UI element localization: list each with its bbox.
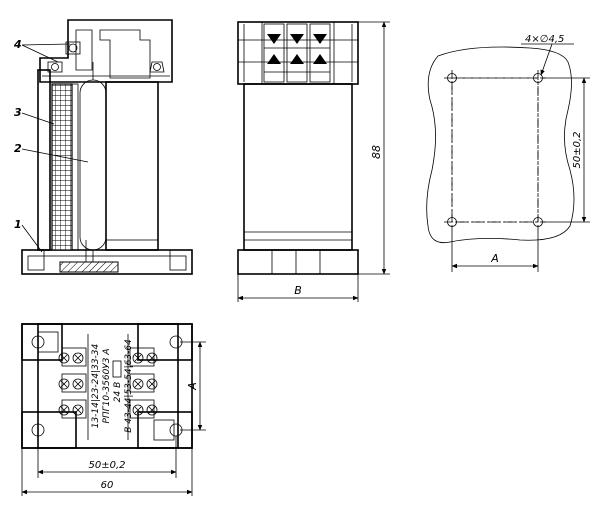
marking-line-4: В 43-44|53-54|63-64 [124, 339, 134, 433]
mount-hole [447, 73, 457, 83]
section-head [39, 19, 173, 83]
dim-holes: 4×∅4,5 [521, 34, 574, 76]
voltage-box [112, 360, 122, 378]
section-view [21, 19, 193, 275]
terminal-screws-left [58, 347, 87, 419]
callout-3: 3 [14, 106, 22, 119]
top-view: 13-14|23-24|33-34 РПГ10-3560У3 А 24 В В … [21, 323, 193, 449]
dim-A-label: A [490, 252, 499, 265]
dim-50-vertical-label: 50±0,2 [572, 131, 583, 168]
marking-line-1: 13-14|23-24|33-34 [91, 343, 101, 428]
front-body [243, 83, 353, 251]
front-contacts [263, 23, 331, 83]
dim-88: 88 [358, 21, 390, 275]
dim-88-label: 88 [370, 145, 383, 159]
marking-line-3: 24 В [113, 382, 123, 403]
reed-switch-tube [79, 79, 107, 251]
dim-vertical-50: 50±0,2 [542, 77, 590, 223]
front-terminal-head [237, 21, 359, 85]
dim-bottom-50: 50±0,2 [37, 436, 177, 478]
marking-line-2: РПГ10-3560У3 А [102, 348, 112, 423]
dim-horizontal-A: A [451, 226, 539, 272]
terminal-screws-right [129, 347, 158, 419]
front-base [237, 249, 359, 275]
dim-bottom-A: A [180, 341, 206, 431]
callouts: 4 3 2 1 [13, 38, 89, 253]
dim-holes-label: 4×∅4,5 [525, 34, 564, 45]
top-mount-hole [31, 335, 45, 349]
callout-2: 2 [14, 142, 22, 155]
terminal-marking: 13-14|23-24|33-34 РПГ10-3560У3 А 24 В В … [91, 339, 134, 433]
mounting-pattern [426, 46, 575, 244]
base-insulation [59, 261, 119, 273]
callout-4: 4 [13, 38, 22, 51]
callout-1: 1 [14, 218, 22, 231]
coil-winding [51, 83, 73, 251]
housing-cover [105, 81, 159, 251]
dim-bottom-60-label: 60 [101, 480, 114, 491]
front-view [237, 21, 359, 275]
dim-B: B [237, 274, 359, 302]
dim-bottom-A-label: A [186, 382, 199, 391]
dim-bottom-50-label: 50±0,2 [88, 460, 125, 471]
dim-B-label: B [294, 284, 302, 297]
dim-bottom-60: 60 [21, 448, 193, 496]
mounting-panel-outline [426, 46, 575, 244]
